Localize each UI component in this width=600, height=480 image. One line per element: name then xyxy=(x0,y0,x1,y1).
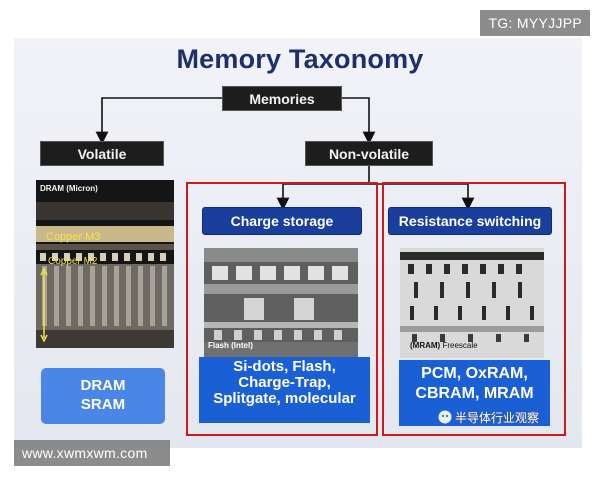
volatile-node: Volatile xyxy=(40,141,164,166)
resistance-switching-example-line: CBRAM, MRAM xyxy=(415,385,534,402)
telegram-watermark: TG: MYYJJPP xyxy=(480,10,590,36)
volatile-example-dram: DRAM xyxy=(80,377,126,394)
flash-micrograph xyxy=(204,248,358,358)
flash-micrograph-label: Flash (Intel) xyxy=(208,341,253,350)
charge-storage-example-line: Splitgate, molecular xyxy=(213,390,356,407)
mram-label-prefix: (MRAM) xyxy=(410,341,441,350)
mram-micrograph-label: (MRAM) Freescale xyxy=(410,341,478,350)
charge-storage-examples-panel: Si-dots, Flash, Charge-Trap, Splitgate, … xyxy=(199,357,370,423)
wechat-icon xyxy=(438,410,452,424)
dram-micrograph xyxy=(36,180,174,348)
memories-node: Memories xyxy=(222,86,342,111)
resistance-switching-examples-panel: PCM, OxRAM, CBRAM, MRAM xyxy=(399,360,550,426)
arrow-to-resistance-switching xyxy=(369,183,475,211)
arrow-to-volatile xyxy=(95,97,222,145)
charge-storage-highlight-frame xyxy=(186,182,378,436)
copper-m3-label: Copper M3 xyxy=(46,231,101,243)
wechat-watermark: 半导体行业观察 xyxy=(438,408,539,426)
charge-storage-example-line: Si-dots, Flash, xyxy=(233,358,336,375)
resistance-switching-highlight-frame xyxy=(382,182,566,436)
mram-label-suffix: Freescale xyxy=(442,341,478,350)
site-watermark: www.xwmxwm.com xyxy=(14,440,170,466)
charge-storage-example-line: Charge-Trap, xyxy=(238,374,331,391)
arrow-to-charge-storage xyxy=(276,166,370,211)
volatile-example-sram: SRAM xyxy=(80,396,126,413)
non-volatile-node: Non-volatile xyxy=(305,141,433,166)
arrow-to-nonvolatile xyxy=(342,97,376,145)
resistance-switching-node: Resistance switching xyxy=(388,207,552,235)
diagram-title: Memory Taxonomy xyxy=(176,44,424,74)
resistance-switching-example-line: PCM, OxRAM, xyxy=(421,365,528,382)
charge-storage-node: Charge storage xyxy=(202,207,362,235)
wechat-watermark-text: 半导体行业观察 xyxy=(455,410,540,425)
mram-micrograph xyxy=(400,248,544,358)
copper-m2-label: Copper M2 xyxy=(48,256,98,267)
dram-micrograph-label: DRAM (Micron) xyxy=(40,184,98,193)
volatile-examples-panel: DRAM SRAM xyxy=(41,368,165,424)
